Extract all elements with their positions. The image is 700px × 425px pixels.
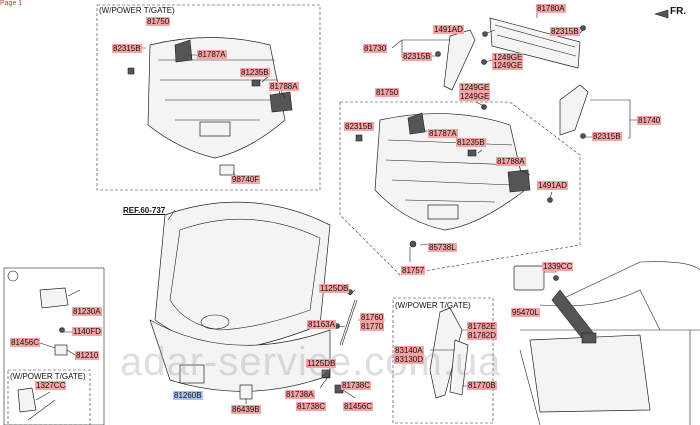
- inset-box: [3, 267, 105, 425]
- callout-82315b[interactable]: 82315B: [592, 132, 622, 141]
- gas-strut: [339, 299, 358, 346]
- trim-panel-middle: [374, 113, 526, 231]
- callout-81740[interactable]: 81740: [637, 116, 662, 125]
- callout-86439b[interactable]: 86439B: [231, 405, 261, 414]
- emblem: [200, 314, 230, 330]
- callout-1327cc[interactable]: 1327CC: [35, 381, 67, 390]
- callout-81750-middle[interactable]: 81750: [375, 88, 400, 97]
- callout-81782d[interactable]: 81782D: [467, 331, 498, 340]
- callout-1249ge[interactable]: 1249GE: [459, 92, 491, 101]
- bracket-81788a-upper: [269, 91, 293, 113]
- callout-81788a[interactable]: 81788A: [496, 157, 526, 166]
- clip-81235b-middle: [467, 149, 477, 157]
- trim-panel-upper: [147, 37, 286, 159]
- clip-81235b-upper: [251, 79, 261, 87]
- callout-81235b[interactable]: 81235B: [456, 138, 486, 147]
- power-tailgate-note-1: (W/POWER T/GATE): [99, 6, 175, 15]
- callout-81757[interactable]: 81757: [401, 266, 426, 275]
- latch-81230a: [39, 287, 69, 309]
- callout-81260b-highlighted[interactable]: 81260B: [173, 391, 203, 400]
- callout-85738l[interactable]: 85738L: [428, 243, 457, 252]
- car-body-outline: [519, 261, 700, 425]
- tailgate-glass: [169, 218, 321, 331]
- callout-82315b[interactable]: 82315B: [112, 44, 142, 53]
- callout-81787a[interactable]: 81787A: [428, 129, 458, 138]
- switch-98740f: [219, 164, 235, 176]
- callout-1249ge[interactable]: 1249GE: [492, 53, 524, 62]
- callout-1125db[interactable]: 1125DB: [306, 359, 337, 368]
- callout-83130d[interactable]: 83130D: [394, 355, 425, 364]
- power-tailgate-box-1: [96, 4, 321, 191]
- callout-81788a[interactable]: 81788A: [269, 82, 299, 91]
- handle-81260b: [179, 364, 205, 384]
- spindle-drive: [429, 307, 463, 399]
- clip-82315b-upper: [127, 67, 135, 75]
- callout-1249ge[interactable]: 1249GE: [492, 61, 524, 70]
- callout-81770[interactable]: 81770: [360, 322, 385, 331]
- fr-arrow-icon: [653, 9, 669, 19]
- side-trim-81740: [559, 84, 589, 136]
- callout-1491ad[interactable]: 1491AD: [433, 25, 464, 34]
- car-rear-window: [529, 334, 651, 413]
- callout-1491ad[interactable]: 1491AD: [537, 181, 568, 190]
- trim-handle-upper: [199, 121, 231, 137]
- callout-81780a[interactable]: 81780A: [536, 4, 566, 13]
- callout-81235b[interactable]: 81235B: [240, 68, 270, 77]
- callout-81782e[interactable]: 81782E: [467, 322, 497, 331]
- power-tailgate-note-2: (W/POWER T/GATE): [395, 301, 471, 310]
- callout-95470l[interactable]: 95470L: [511, 308, 540, 317]
- callout-1249ge[interactable]: 1249GE: [459, 83, 491, 92]
- power-tailgate-note-3: (W/POWER T/GATE): [10, 372, 86, 381]
- module-95470l: [513, 265, 545, 291]
- callout-81230a[interactable]: 81230A: [72, 307, 102, 316]
- actuator-1327cc: [17, 387, 37, 413]
- callout-81750-upper[interactable]: 81750: [146, 17, 171, 26]
- callout-82315b[interactable]: 82315B: [550, 27, 580, 36]
- callout-98740f[interactable]: 98740F: [231, 175, 261, 184]
- power-tailgate-box-2: [392, 297, 494, 424]
- direction-label: FR.: [670, 6, 687, 17]
- clip-82315b-middle: [355, 134, 363, 142]
- callout-81787a[interactable]: 81787A: [197, 50, 227, 59]
- callout-81163a[interactable]: 81163A: [307, 320, 336, 329]
- page-label: Page 1: [0, 0, 23, 7]
- callout-1125db[interactable]: 1125DB: [319, 284, 350, 293]
- ref-label: REF.60-737: [123, 206, 166, 215]
- callout-81760[interactable]: 81760: [360, 313, 385, 322]
- callout-81210[interactable]: 81210: [75, 351, 100, 360]
- part-86439b: [239, 384, 253, 400]
- callout-81770b[interactable]: 81770B: [467, 381, 497, 390]
- callout-83140a[interactable]: 83140A: [394, 346, 424, 355]
- trim-handle-middle: [427, 204, 459, 220]
- callout-1140fd[interactable]: 1140FD: [72, 327, 102, 336]
- inset-marker-a: [7, 270, 19, 282]
- callout-81738c[interactable]: 81738C: [296, 402, 327, 411]
- bracket-81787a-upper: [174, 39, 193, 63]
- trim-81730: [443, 29, 476, 91]
- spindle-83140a: [449, 339, 469, 396]
- callout-1339cc[interactable]: 1339CC: [542, 262, 574, 271]
- callout-81738c[interactable]: 81738C: [341, 381, 372, 390]
- power-tailgate-box-3: [7, 369, 91, 425]
- connector-detail: [581, 332, 597, 344]
- callout-81730[interactable]: 81730: [363, 44, 388, 53]
- callout-82315b[interactable]: 82315B: [402, 52, 432, 61]
- callout-81456c[interactable]: 81456C: [10, 338, 41, 347]
- tailgate-trim-box: [339, 101, 581, 276]
- callout-81456c[interactable]: 81456C: [343, 402, 374, 411]
- callout-81738a[interactable]: 81738A: [285, 390, 315, 399]
- bracket-81787a-middle: [407, 112, 426, 135]
- callout-82315b[interactable]: 82315B: [344, 122, 374, 131]
- latch-81210: [54, 344, 68, 356]
